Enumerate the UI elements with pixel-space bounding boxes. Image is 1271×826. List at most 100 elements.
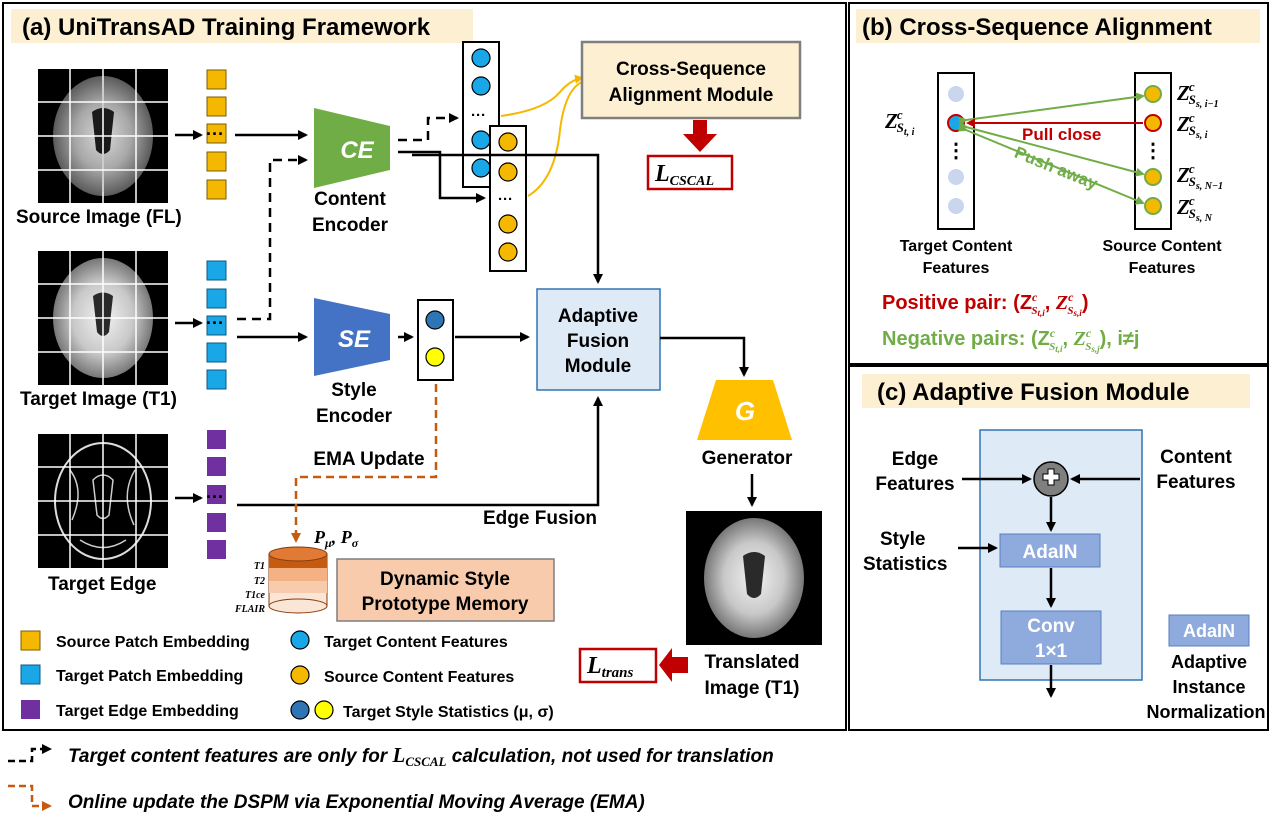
panel-a-title-bg <box>11 9 473 43</box>
source-ellipsis: ··· <box>206 124 224 144</box>
ce-caption-line1: Content <box>314 189 386 210</box>
edge-patch-embeddings <box>207 430 226 559</box>
source-features-line2: Features <box>1129 260 1196 277</box>
target-content-features-bar: ⋮ <box>937 72 975 230</box>
csa-module-box <box>580 40 802 120</box>
legend-target-patch-swatch <box>20 664 41 685</box>
panel-c-frame <box>848 365 1269 731</box>
l-cscal-symbol: LCSCAL <box>654 161 714 189</box>
translated-line2: Image (T1) <box>704 678 799 699</box>
adain-legend-line2: Instance <box>1172 677 1245 697</box>
afm-line3: Module <box>565 356 632 377</box>
panel-b-title: (b) Cross-Sequence Alignment <box>862 14 1212 41</box>
plus-icon <box>1042 468 1060 486</box>
legend-source-patch-swatch <box>20 630 41 651</box>
panel-a-title: (a) UniTransAD Training Framework <box>22 14 431 41</box>
memory-seq-t1ce: T1ce <box>245 590 266 601</box>
csa-module-line1: Cross-Sequence <box>616 59 766 80</box>
memory-seq-flair: FLAIR <box>234 604 265 615</box>
p-mu-sigma-label: Pμ, Pσ <box>313 527 359 550</box>
generator-label: Generator <box>702 448 793 469</box>
legend-style-stat-swatch-2 <box>314 700 334 720</box>
legend-style-stats: Target Style Statistics (μ, σ) <box>343 704 554 721</box>
edge-fusion-label: Edge Fusion <box>483 508 597 529</box>
target-image <box>38 251 168 385</box>
memory-seq-t2: T2 <box>254 576 265 587</box>
svg-text:···: ··· <box>498 191 513 208</box>
se-label: SE <box>338 326 371 353</box>
ce-label: CE <box>340 137 374 164</box>
legend-target-edge: Target Edge Embedding <box>56 703 239 720</box>
l-trans-symbol: Ltrans <box>586 653 634 681</box>
se-caption-line2: Encoder <box>316 406 393 427</box>
legend-source-patch: Source Patch Embedding <box>56 634 250 651</box>
translated-line1: Translated <box>704 652 799 673</box>
edge-ellipsis: ··· <box>206 487 224 507</box>
legend-source-content: Source Content Features <box>324 669 514 686</box>
svg-text:⋮: ⋮ <box>1143 140 1163 162</box>
afm-line2: Fusion <box>567 331 629 352</box>
target-edge-image <box>38 434 168 568</box>
target-ellipsis: ··· <box>206 313 224 333</box>
legend-source-content-swatch <box>290 665 310 685</box>
edge-features-line1: Edge <box>892 449 938 470</box>
style-statistics-line2: Statistics <box>863 554 947 575</box>
style-statistics-line1: Style <box>880 529 925 550</box>
dspm-cylinder <box>268 546 328 614</box>
adain-legend-line1: Adaptive <box>1171 652 1247 672</box>
adain-legend-swatch <box>1168 614 1250 647</box>
conv-block <box>1000 610 1102 665</box>
pull-close-label: Pull close <box>1022 125 1101 144</box>
target-features-line2: Features <box>923 260 990 277</box>
legend-target-content-swatch <box>290 630 310 650</box>
dspm-line1: Dynamic Style <box>380 569 510 590</box>
footnote-black-dashed: Target content features are only for LCS… <box>68 743 774 769</box>
adain-label: AdaIN <box>1023 542 1078 563</box>
l-cscal-box <box>646 154 734 191</box>
black-dashed-legend-arrow <box>8 744 52 763</box>
afm-box <box>536 288 661 391</box>
source-content-column: ··· <box>489 125 527 272</box>
generator-g-label: G <box>735 396 755 426</box>
push-arrow-1 <box>958 92 1145 126</box>
style-encoder-block <box>314 298 390 376</box>
content-features-line2: Features <box>1156 472 1235 493</box>
translated-image <box>686 511 822 645</box>
target-patch-embeddings <box>206 260 227 390</box>
dspm-line2: Prototype Memory <box>362 594 529 615</box>
l-trans-box <box>578 647 658 684</box>
push-arrow-3 <box>957 123 1145 205</box>
afm-line1: Adaptive <box>558 306 638 327</box>
target-edge-label: Target Edge <box>48 574 156 595</box>
se-caption-line1: Style <box>331 380 376 401</box>
legend-edge-swatch <box>21 700 40 719</box>
panel-c-title-bg <box>862 374 1250 408</box>
generator-block <box>697 380 792 440</box>
panel-a-frame <box>2 2 847 731</box>
target-image-label: Target Image (T1) <box>20 389 177 410</box>
csa-module-line2: Alignment Module <box>609 85 774 106</box>
conv-line1: Conv <box>1027 616 1075 637</box>
ema-update-label: EMA Update <box>313 449 424 470</box>
source-image <box>38 69 168 203</box>
svg-text:···: ··· <box>471 107 486 124</box>
content-features-line1: Content <box>1160 447 1232 468</box>
target-features-line1: Target Content <box>900 238 1013 255</box>
ce-caption-line2: Encoder <box>312 215 389 236</box>
adain-legend-label: AdaIN <box>1183 621 1235 641</box>
panel-b-frame <box>848 2 1269 365</box>
legend-target-content: Target Content Features <box>324 634 508 651</box>
adain-legend-line3: Normalization <box>1146 702 1265 722</box>
panel-b-title-bg <box>856 9 1260 43</box>
legend-style-stat-swatch-1 <box>290 700 310 720</box>
content-encoder-block <box>314 108 390 188</box>
source-features-line1: Source Content <box>1102 238 1222 255</box>
l-cscal-arrow <box>683 120 717 152</box>
